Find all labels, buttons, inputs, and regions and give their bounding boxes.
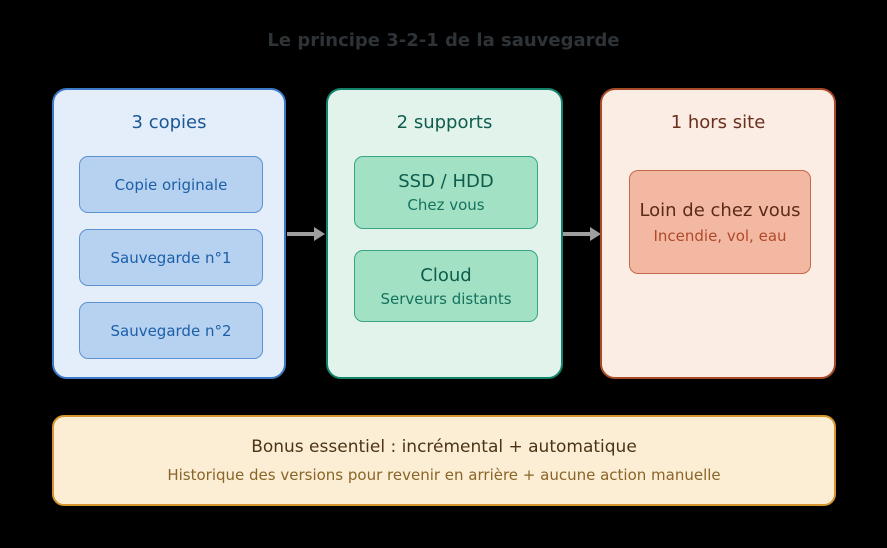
arrow-head [590,227,601,241]
copy-item-backup-2: Sauvegarde n°2 [79,302,263,359]
arrow-head [314,227,325,241]
support-item-ssd-hdd-subtitle: Chez vous [407,196,485,214]
copy-item-original: Copie originale [79,156,263,213]
bonus-banner: Bonus essentiel : incrémental + automati… [52,415,836,506]
bonus-banner-subtitle: Historique des versions pour revenir en … [167,466,721,484]
copy-item-backup-1: Sauvegarde n°1 [79,229,263,286]
arrow-right-icon [287,226,325,242]
bonus-banner-title: Bonus essentiel : incrémental + automati… [251,437,637,457]
offsite-item: Loin de chez vous Incendie, vol, eau [629,170,811,274]
copy-item-original-label: Copie originale [114,175,228,194]
support-item-cloud-subtitle: Serveurs distants [380,289,512,308]
support-item-cloud-title: Cloud [420,264,472,286]
arrow-shaft [563,232,590,236]
panel-3-copies-header: 3 copies [131,112,207,133]
offsite-item-subtitle: Incendie, vol, eau [653,226,787,245]
support-item-ssd-hdd-title: SSD / HDD [398,171,494,192]
panel-2-supports-header: 2 supports [396,112,493,133]
page-title: Le principe 3-2-1 de la sauvegarde [267,30,620,51]
panel-2-supports: 2 supports SSD / HDD Chez vous Cloud Ser… [326,88,563,379]
panel-1-offsite-header: 1 hors site [670,112,766,133]
panel-3-copies: 3 copies Copie originale Sauvegarde n°1 … [52,88,286,379]
panel-1-offsite: 1 hors site Loin de chez vous Incendie, … [600,88,836,379]
offsite-item-title: Loin de chez vous [639,199,801,221]
copy-item-backup-2-label: Sauvegarde n°2 [110,321,232,340]
copy-item-backup-1-label: Sauvegarde n°1 [110,248,232,267]
arrow-right-icon [563,226,601,242]
arrow-shaft [287,232,314,236]
support-item-ssd-hdd: SSD / HDD Chez vous [354,156,538,229]
support-item-cloud: Cloud Serveurs distants [354,250,538,322]
